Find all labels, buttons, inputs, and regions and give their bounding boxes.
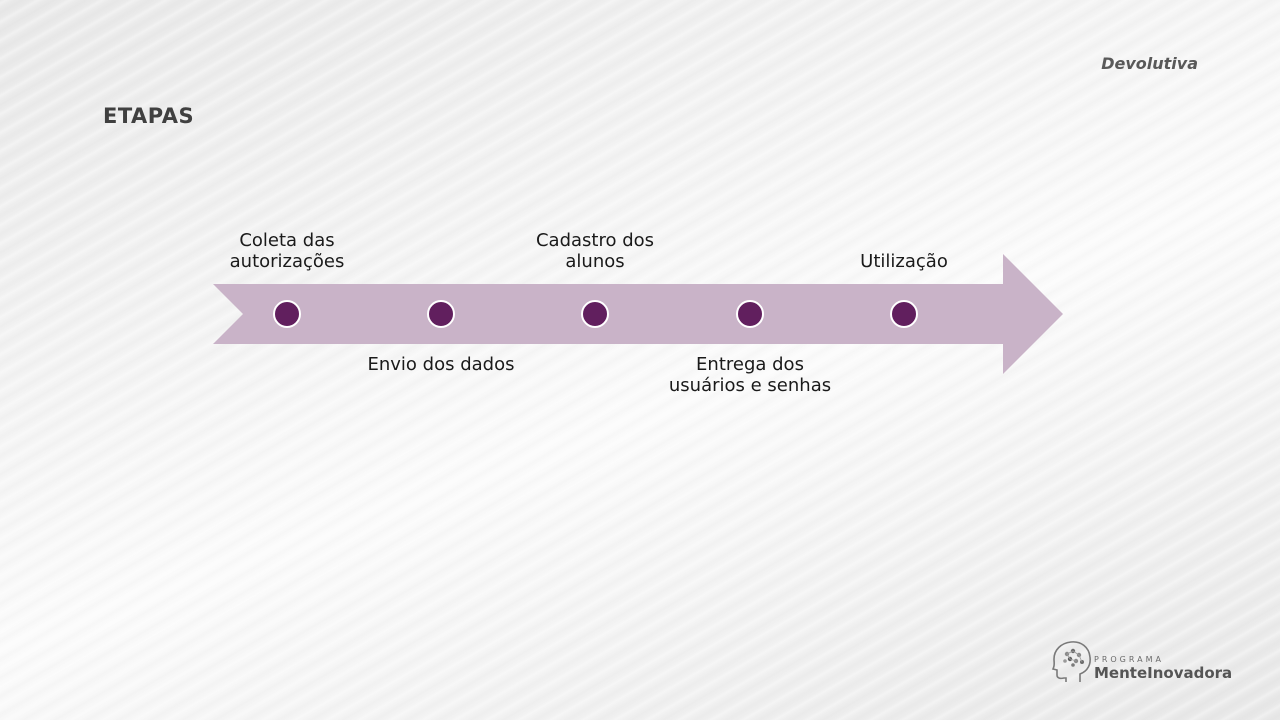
step-label-5: Utilização: [860, 251, 948, 272]
logo-program-name: MenteInovadora: [1094, 664, 1233, 682]
step-label-4: Entrega dos usuários e senhas: [668, 354, 832, 396]
step-label-1: Coleta das autorizações: [229, 230, 345, 272]
step-marker-2: [427, 300, 455, 328]
step-marker-1: [273, 300, 301, 328]
arrow-shape: [213, 254, 1063, 374]
program-logo: PROGRAMA MenteInovadora: [1050, 638, 1233, 688]
head-brain-icon: [1051, 641, 1091, 682]
step-marker-3: [581, 300, 609, 328]
step-marker-4: [736, 300, 764, 328]
step-label-2: Envio dos dados: [367, 354, 515, 375]
section-tag: Devolutiva: [1101, 54, 1198, 73]
step-label-3: Cadastro dos alunos: [535, 230, 655, 272]
page-title: ETAPAS: [103, 104, 195, 128]
logo-program-label: PROGRAMA: [1094, 655, 1164, 664]
step-marker-5: [890, 300, 918, 328]
